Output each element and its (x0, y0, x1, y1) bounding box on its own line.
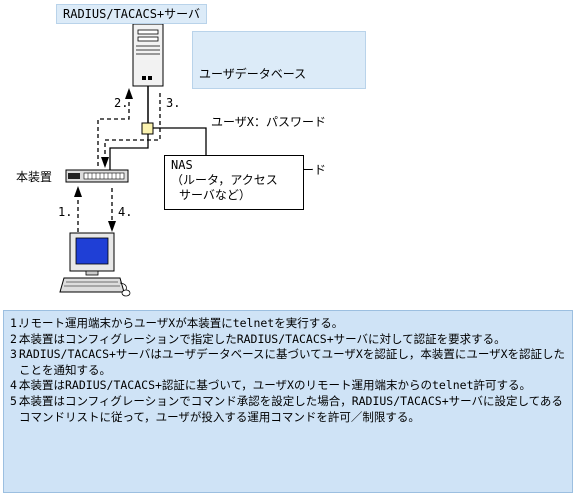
step-item: 1. リモート運用端末からユーザXが本装置にtelnetを実行する。 (10, 316, 566, 332)
arrow-4 (108, 188, 116, 232)
step-text: リモート運用端末からユーザXが本装置にtelnetを実行する。 (19, 316, 344, 330)
nas-description: （ルータ，アクセス (171, 173, 278, 187)
arrow-1 (74, 186, 82, 232)
step-item: 2. 本装置はコンフィグレーションで指定したRADIUS/TACACS+サーバに… (10, 332, 566, 348)
steps-panel: 1. リモート運用端末からユーザXが本装置にtelnetを実行する。 2. 本装… (3, 310, 573, 493)
step-item: 5. 本装置はコンフィグレーションでコマンド承認を設定した場合，RADIUS/T… (10, 394, 566, 425)
step-item: 3. RADIUS/TACACS+サーバはユーザデータベースに基づいてユーザXを… (10, 347, 566, 378)
database-entry: ユーザX：パスワード (211, 115, 326, 129)
device-label: 本装置 (16, 170, 53, 184)
step-text: RADIUS/TACACS+サーバはユーザデータベースに基づいてユーザXを認証し… (19, 347, 566, 377)
step-text: 本装置はRADIUS/TACACS+認証に基づいて，ユーザXのリモート運用端末か… (19, 378, 532, 393)
terminal-icon (59, 232, 131, 297)
arrow-2 (97, 88, 133, 166)
nas-label: NAS (171, 158, 193, 172)
arrow-1-label: 1. (58, 205, 73, 219)
user-database-box: ユーザデータベース ユーザX：パスワード ユーザY：パスワード (192, 31, 366, 177)
arrow-2-label: 2. (114, 96, 129, 110)
hub-icon (141, 122, 154, 135)
network-diagram (59, 23, 207, 297)
step-number: 5. (10, 393, 24, 408)
database-title: ユーザデータベース (199, 67, 307, 81)
arrow-3-label: 3. (166, 96, 181, 110)
arrow-3 (101, 93, 161, 168)
step-number: 3. (10, 347, 24, 362)
switch-icon (65, 169, 129, 183)
step-text: 本装置はコンフィグレーションでコマンド承認を設定した場合，RADIUS/TACA… (19, 393, 563, 424)
step-item: 4. 本装置はRADIUS/TACACS+認証に基づいて，ユーザXのリモート運用… (10, 378, 566, 394)
nas-box: NAS （ルータ，アクセス サーバなど） (164, 155, 304, 210)
nas-description: サーバなど） (179, 188, 251, 202)
nas-link-line (153, 127, 207, 155)
step-number: 2. (10, 331, 24, 346)
server-title: RADIUS/TACACS+サーバ (56, 4, 208, 24)
switch-link-line (109, 134, 149, 170)
step-text: 本装置はコンフィグレーションで指定したRADIUS/TACACS+サーバに対して… (19, 331, 506, 346)
arrow-4-label: 4. (118, 205, 133, 219)
step-number: 4. (10, 378, 24, 393)
step-number: 1. (10, 316, 24, 330)
server-icon (132, 23, 164, 87)
